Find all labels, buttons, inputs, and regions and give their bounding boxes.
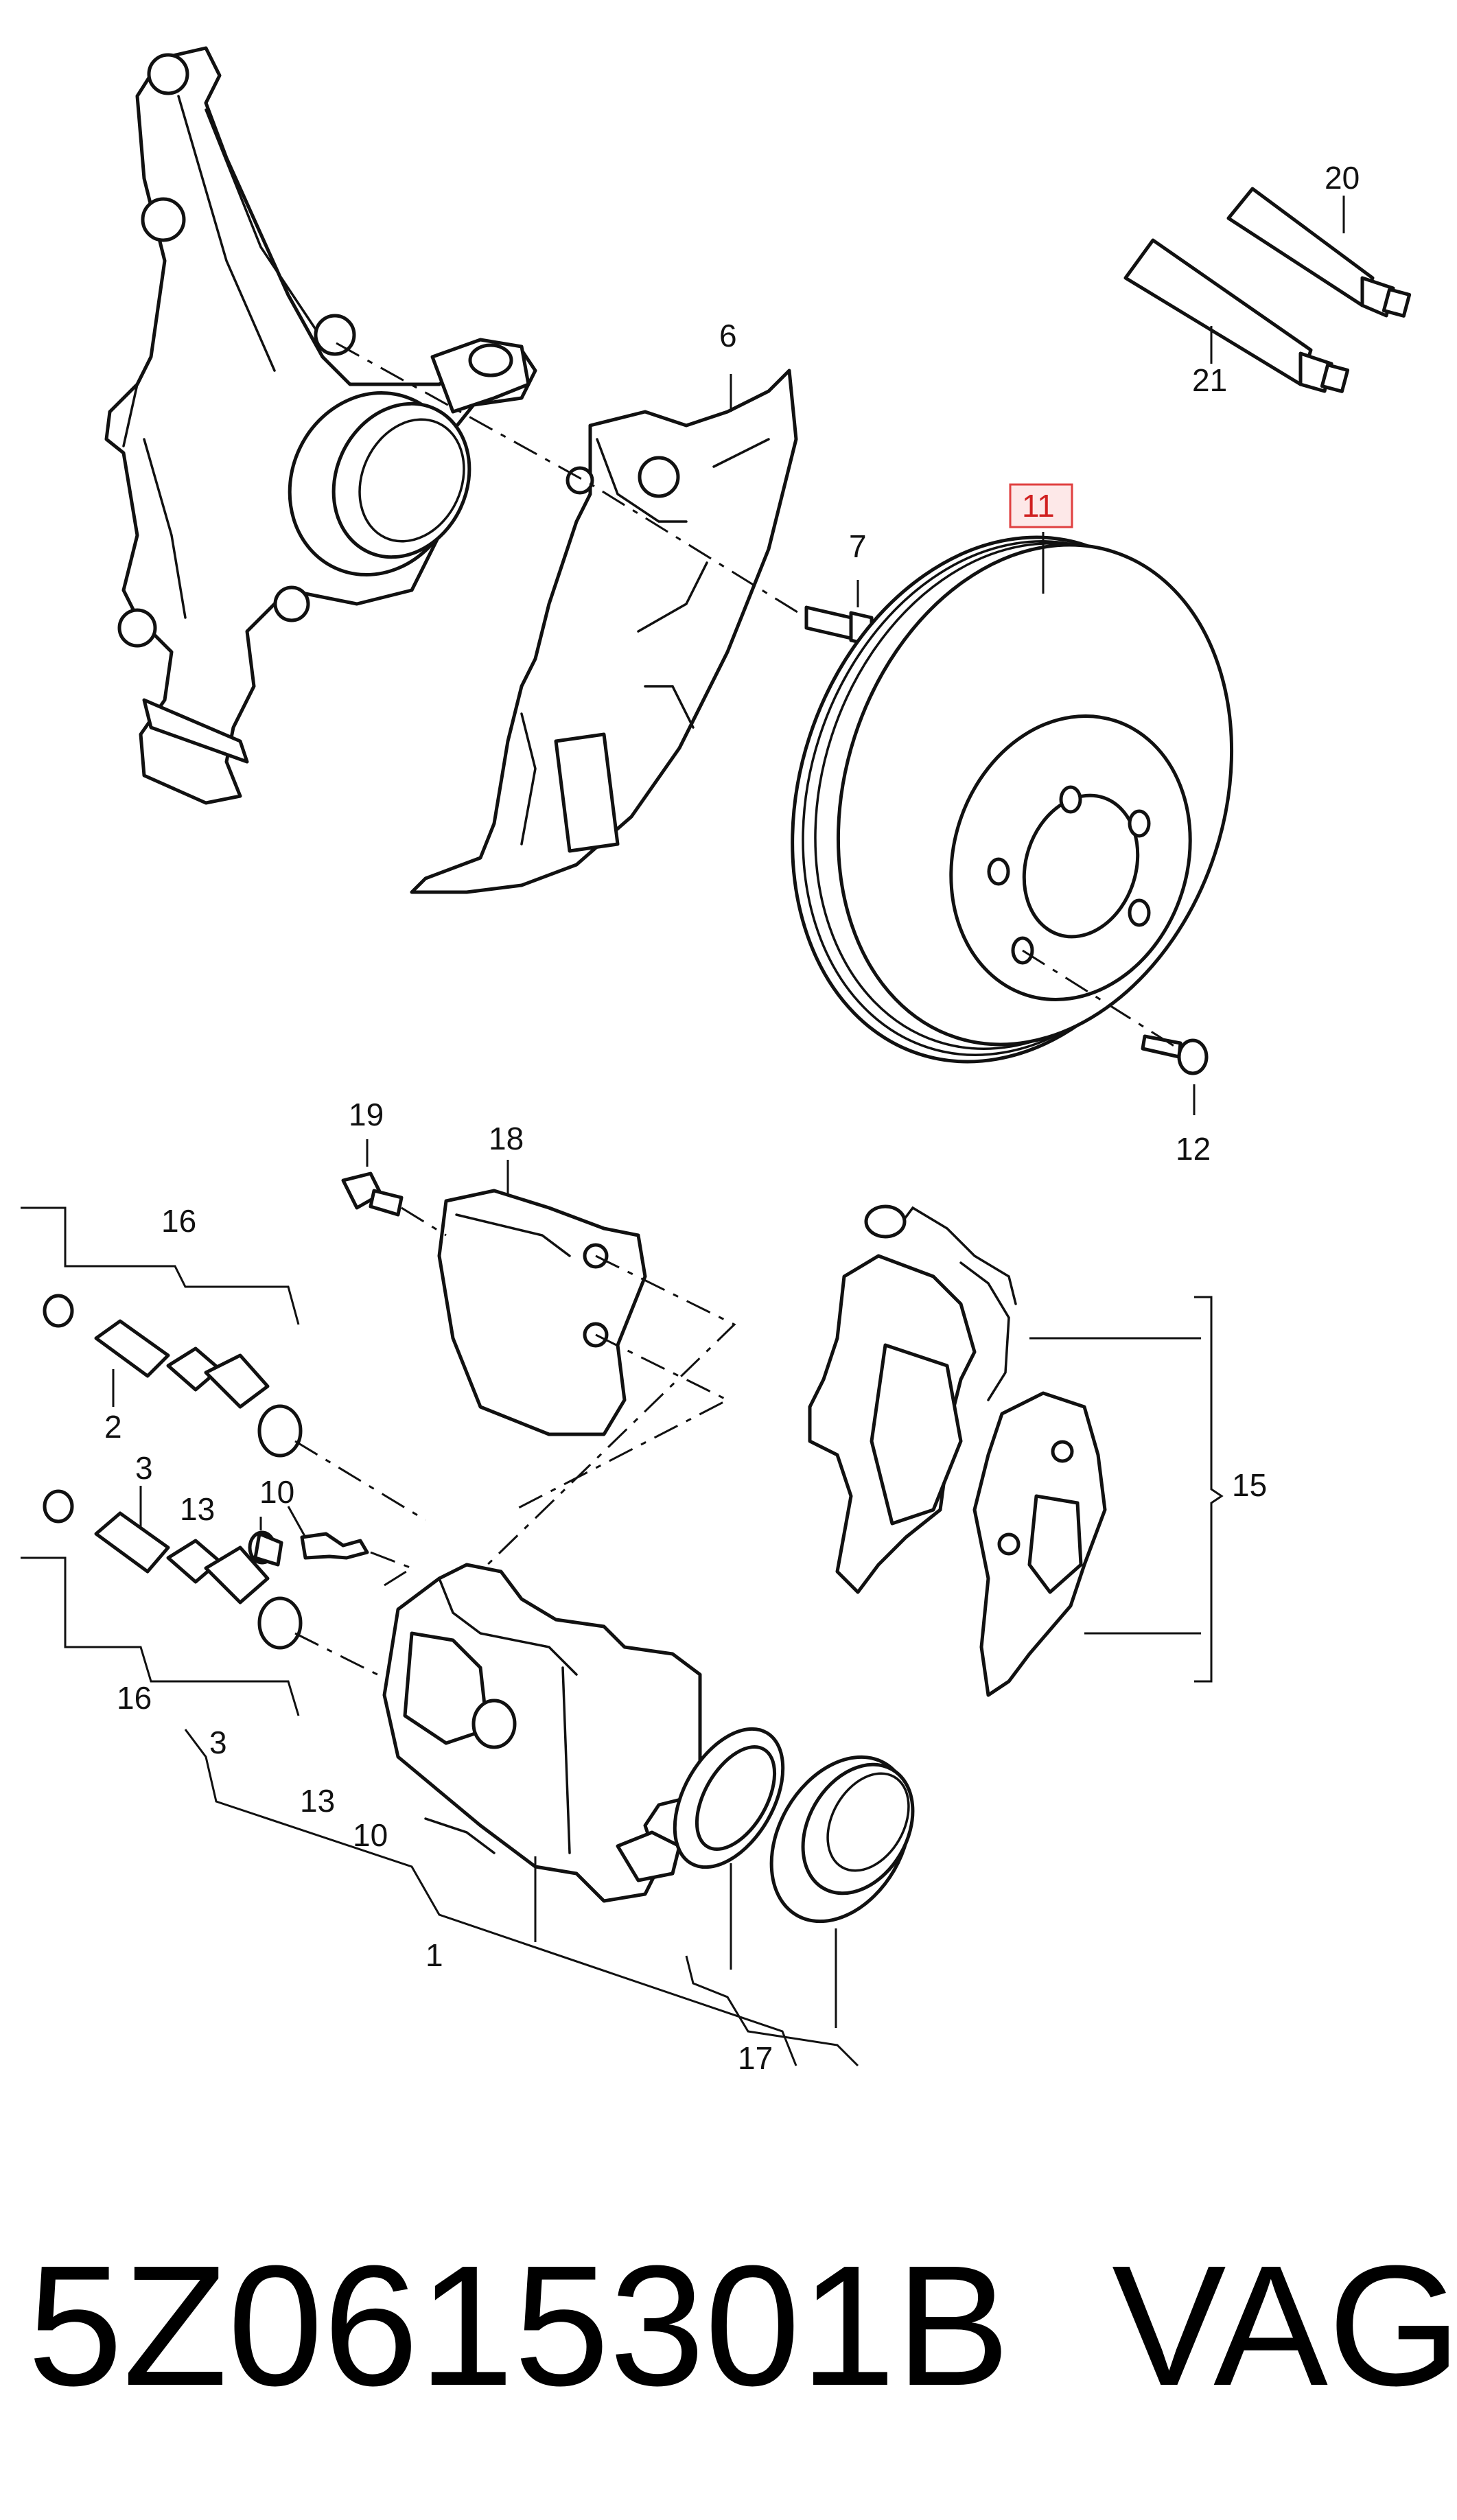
steering-knuckle [104, 46, 537, 805]
grease-tube-20 [1226, 187, 1412, 318]
callout-11-highlight [1009, 483, 1073, 528]
callout-1: 1 [426, 1937, 443, 1973]
grouping-brackets [21, 1206, 1224, 2067]
callout-15: 15 [1232, 1467, 1267, 1503]
screw-12 [1141, 1034, 1209, 1075]
wear-sensor-wire [959, 1261, 1010, 1401]
callout-16-lower: 16 [117, 1680, 152, 1716]
callout-13-upper: 13 [180, 1491, 215, 1527]
callout-21: 21 [1192, 362, 1227, 398]
caliper-housing [382, 1563, 702, 1903]
grease-tube-21 [1123, 238, 1350, 393]
caliper-cover-plate [437, 1189, 647, 1436]
bleed-axis [370, 1551, 415, 1587]
callout-2: 2 [104, 1409, 122, 1445]
brake-disc [791, 535, 1234, 1064]
cover-bolt-axis [401, 1206, 447, 1237]
cover-caliper-axis-a [514, 1333, 730, 1511]
callout-10-lower: 10 [353, 1817, 388, 1853]
callout-20: 20 [1325, 160, 1360, 196]
piston-seal [673, 1727, 785, 1869]
upper-pin-axis [294, 1440, 426, 1521]
bolt-19 [341, 1171, 404, 1217]
callout-3-lower: 3 [209, 1725, 227, 1760]
callout-19: 19 [349, 1097, 384, 1132]
bleed-cap-13 [248, 1530, 283, 1567]
disc-screw-axis [1022, 949, 1181, 1051]
cover-caliper-axis-b [479, 1255, 736, 1573]
callout-10-upper: 10 [259, 1474, 294, 1510]
callout-6: 6 [719, 318, 737, 353]
piston-dust-boot [769, 1755, 915, 1924]
callout-16-upper: 16 [161, 1203, 196, 1239]
callout-12: 12 [1176, 1131, 1211, 1167]
leader-lines [112, 196, 1345, 2028]
splash-shield [410, 369, 798, 894]
callout-11[interactable]: 11 [1022, 488, 1055, 524]
bleed-valve-10 [300, 1532, 369, 1560]
part-number: 5Z0615301B [27, 2230, 1010, 2421]
callout-3-upper: 3 [135, 1450, 153, 1486]
callout-13-lower: 13 [300, 1783, 335, 1819]
guide-pin-lower [43, 1489, 303, 1650]
callout-7: 7 [849, 528, 867, 564]
brake-pad-inner [808, 1204, 1017, 1594]
callout-17: 17 [738, 2040, 773, 2076]
brake-pad-outer [972, 1391, 1107, 1697]
guide-pin-upper [43, 1294, 303, 1458]
callout-18: 18 [489, 1121, 524, 1156]
assembly-axis-line [336, 342, 807, 619]
brand-name: VAG [1112, 2230, 1457, 2421]
callout-labels: 6 7 11 12 20 21 19 18 16 2 3 13 10 15 16… [104, 160, 1360, 2076]
